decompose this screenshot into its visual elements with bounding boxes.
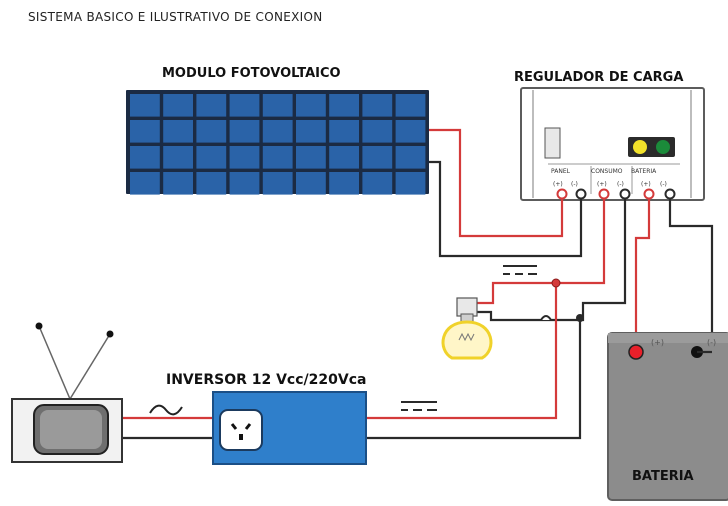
solar-cell — [130, 146, 160, 169]
solar-cell — [296, 172, 326, 195]
regulator-label: REGULADOR DE CARGA — [514, 70, 684, 85]
solar-cell — [362, 120, 393, 143]
solar-cell — [262, 172, 293, 195]
solar-cell — [362, 94, 393, 117]
battery-negative-label: (-) — [707, 338, 717, 347]
terminal-polarity: (-) — [660, 181, 667, 188]
terminal-polarity: (+) — [553, 181, 563, 188]
solar-cell — [262, 94, 293, 117]
solar-cell — [296, 146, 326, 169]
solar-cell — [362, 146, 393, 169]
dc-symbol-icon — [401, 265, 537, 411]
led-green-icon — [656, 140, 670, 154]
solar-cell — [395, 120, 426, 143]
solar-cell — [329, 172, 359, 195]
light-bulb-icon — [441, 297, 493, 360]
inverter-label: INVERSOR 12 Vcc/220Vca — [166, 372, 367, 388]
solar-cell — [196, 120, 227, 143]
solar-cell — [196, 94, 227, 117]
solar-cell — [262, 146, 293, 169]
terminal-group-bateria: BATERIA — [631, 168, 657, 175]
diagram-title: SISTEMA BASICO E ILUSTRATIVO DE CONEXION — [28, 10, 323, 24]
battery-icon — [607, 332, 728, 501]
solar-panel-label: MODULO FOTOVOLTAICO — [162, 66, 341, 81]
solar-cell — [329, 94, 359, 117]
inverter-icon — [212, 391, 367, 465]
solar-cell — [229, 120, 260, 143]
solar-cell — [130, 172, 160, 195]
solar-cell — [395, 146, 426, 169]
solar-panel-icon — [126, 90, 429, 195]
solar-cell — [229, 94, 260, 117]
solar-cell — [196, 172, 227, 195]
terminal-polarity: (-) — [571, 181, 578, 188]
solar-cell — [163, 94, 193, 117]
terminal-group-consumo: CONSUMO — [591, 168, 623, 175]
solar-cell — [163, 146, 193, 169]
solar-cell — [296, 120, 326, 143]
terminal-polarity: (-) — [617, 181, 624, 188]
battery-positive-label: (+) — [651, 338, 664, 347]
solar-cell — [229, 172, 260, 195]
solar-cell — [229, 146, 260, 169]
solar-cell — [329, 120, 359, 143]
solar-cell — [163, 120, 193, 143]
solar-cell — [395, 94, 426, 117]
solar-cell — [395, 172, 426, 195]
regulator-terminals — [556, 188, 676, 200]
terminal-polarity: (+) — [597, 181, 607, 188]
terminal-group-panel: PANEL — [551, 168, 570, 175]
battery-label: BATERIA — [632, 469, 694, 484]
solar-cell — [262, 120, 293, 143]
charge-regulator-icon — [520, 87, 705, 201]
solar-cell — [130, 120, 160, 143]
solar-cell — [130, 94, 160, 117]
television-icon — [11, 322, 123, 463]
solar-cell — [163, 172, 193, 195]
solar-cell — [196, 146, 227, 169]
ac-wave-icon — [149, 404, 183, 416]
wiring — [123, 128, 714, 440]
led-yellow-icon — [633, 140, 647, 154]
terminal-polarity: (+) — [641, 181, 651, 188]
solar-cell — [362, 172, 393, 195]
solar-cell — [296, 94, 326, 117]
solar-cell — [329, 146, 359, 169]
